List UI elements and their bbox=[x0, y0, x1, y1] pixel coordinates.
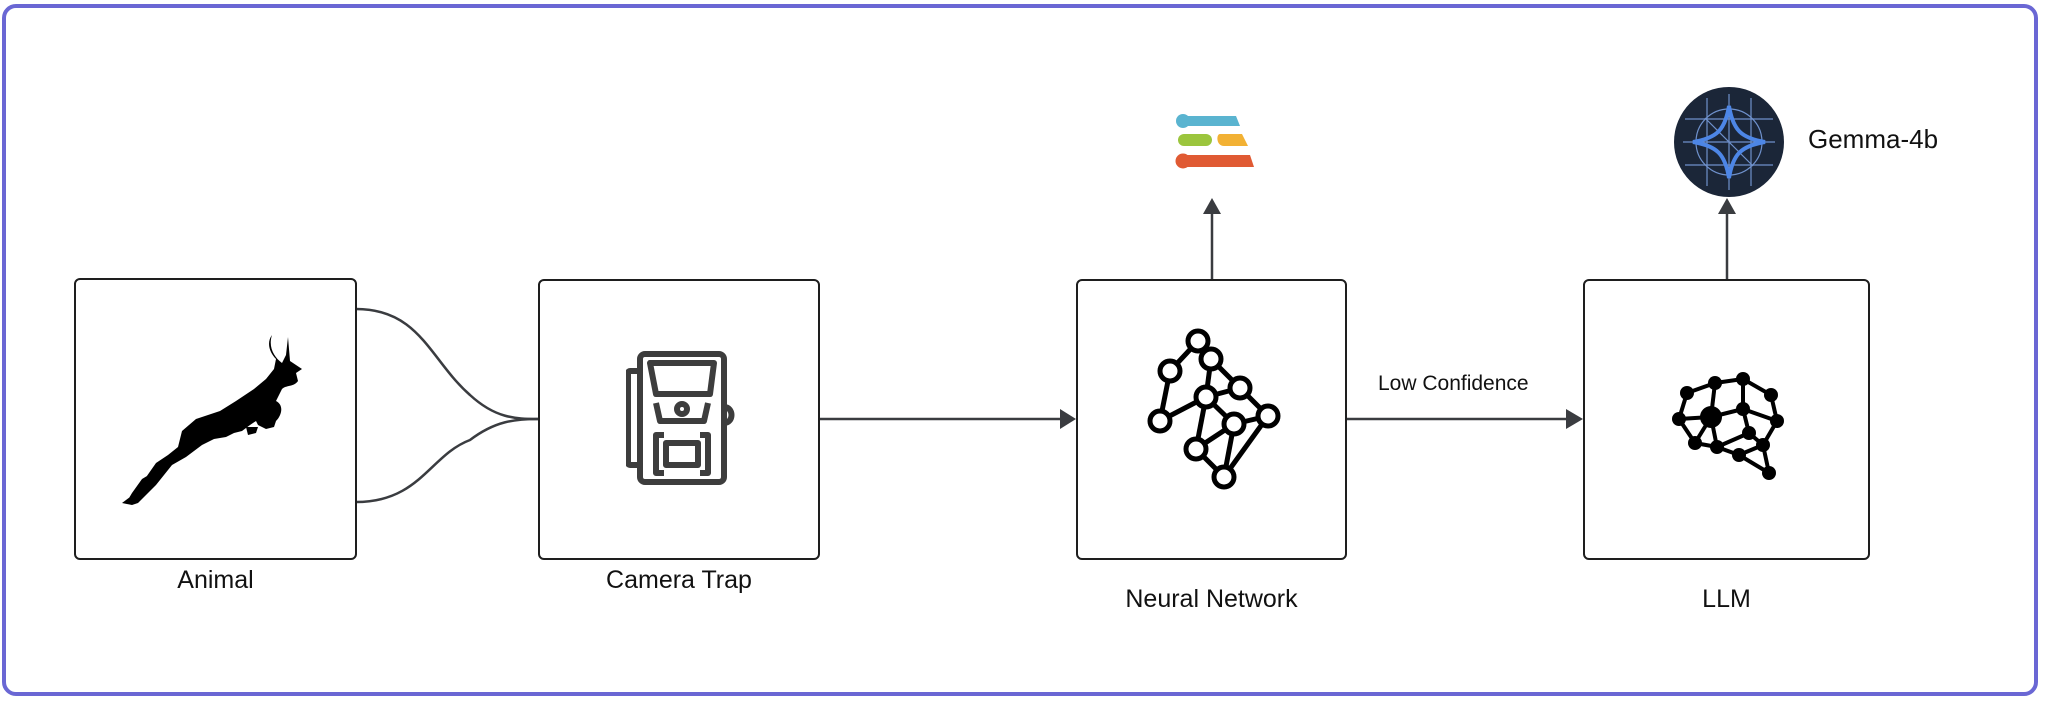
edge-nn-up-arrowhead bbox=[1203, 198, 1221, 214]
edge-nn-llm-arrowhead bbox=[1566, 409, 1583, 429]
neural-network-icon bbox=[1147, 328, 1281, 490]
node-llm[interactable] bbox=[1583, 279, 1870, 560]
colored-bars-logo-icon bbox=[1175, 114, 1254, 169]
edge-camera-nn-arrowhead bbox=[1060, 409, 1076, 429]
node-neural-network[interactable] bbox=[1076, 279, 1347, 560]
node-neural-network-label: Neural Network bbox=[1125, 585, 1298, 613]
brain-network-icon bbox=[1672, 372, 1784, 480]
edge-animal-camera-bottom bbox=[355, 417, 539, 504]
node-llm-label: LLM bbox=[1702, 585, 1751, 613]
edge-animal-camera-top bbox=[355, 307, 539, 421]
camera-trap-icon bbox=[626, 351, 735, 485]
edge-label-low-confidence: Low Confidence bbox=[1378, 372, 1529, 395]
edge-llm-up-arrowhead bbox=[1718, 198, 1736, 214]
node-camera-trap-label: Camera Trap bbox=[606, 566, 752, 594]
node-animal-label: Animal bbox=[177, 566, 254, 594]
leaping-antelope-icon bbox=[122, 335, 302, 505]
gemma-model-label: Gemma-4b bbox=[1808, 124, 1939, 154]
gemma-sparkle-icon bbox=[1674, 87, 1784, 197]
node-animal[interactable] bbox=[74, 278, 357, 560]
node-camera-trap[interactable] bbox=[538, 279, 820, 560]
